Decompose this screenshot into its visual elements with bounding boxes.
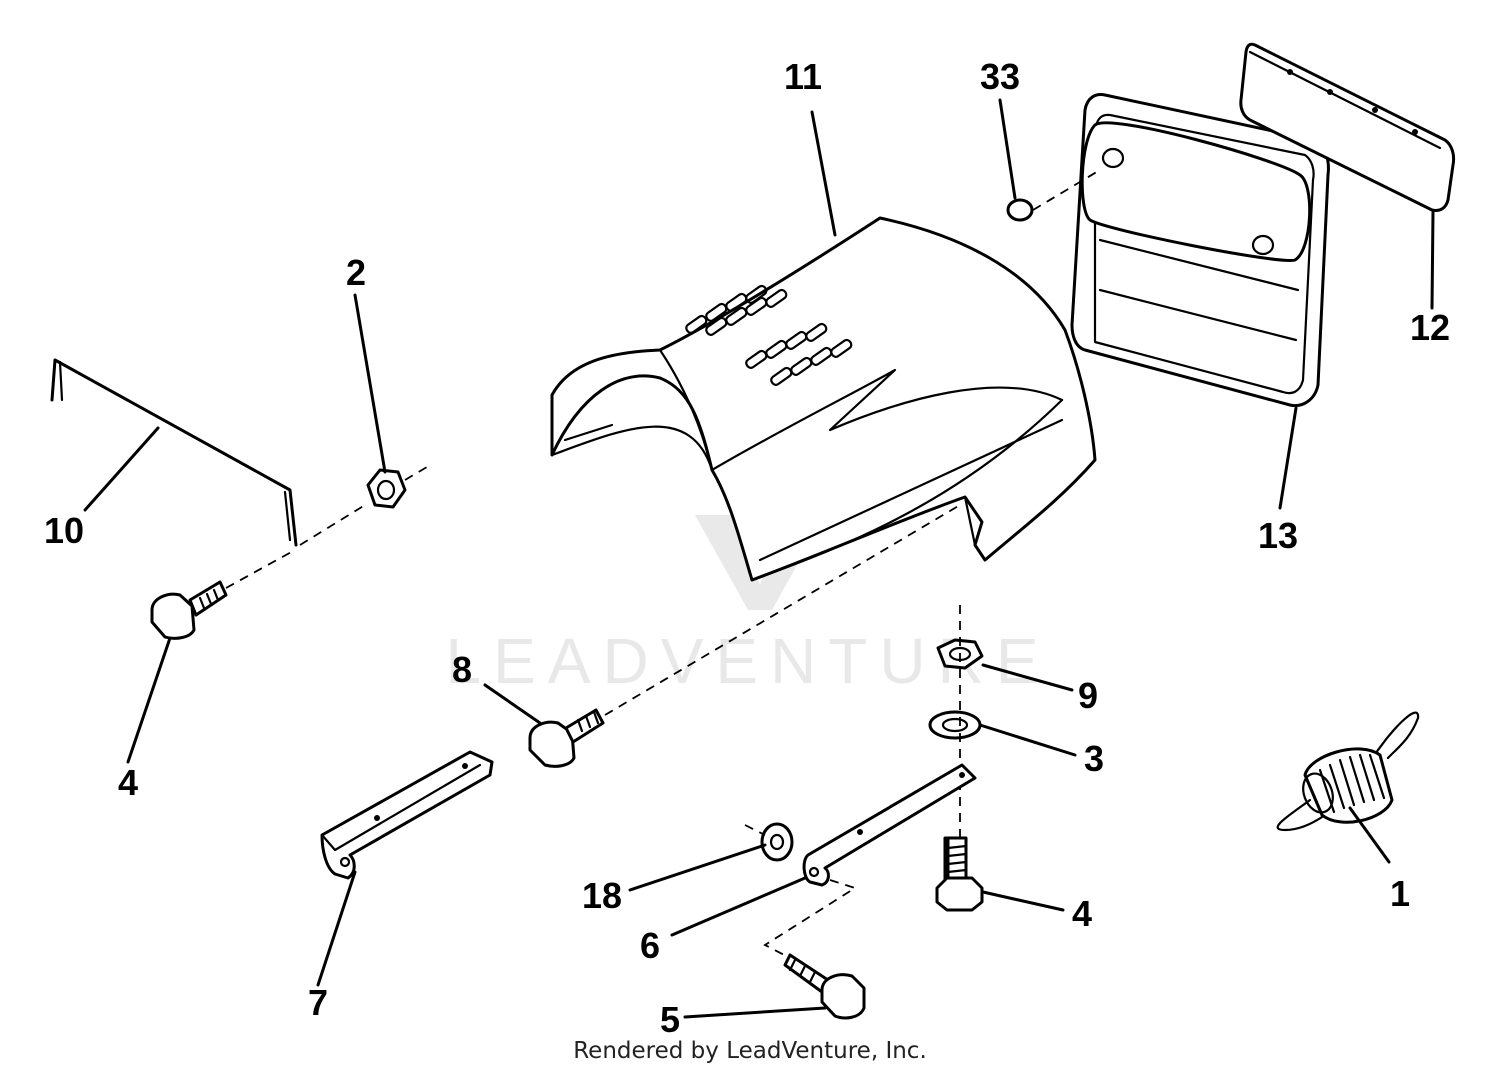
- callout-13: 13: [1258, 515, 1298, 556]
- callout-1: 1: [1390, 873, 1410, 914]
- callout-11: 11: [784, 56, 822, 97]
- part-4-bolt-left: [150, 549, 296, 640]
- callout-4-right: 4: [1072, 893, 1092, 934]
- callout-33: 33: [980, 56, 1020, 97]
- callout-6: 6: [640, 925, 660, 966]
- part-3-washer: [928, 710, 982, 740]
- callout-5: 5: [660, 999, 680, 1040]
- part-5-bolt: [783, 953, 866, 1020]
- leader-lines: [83, 98, 1435, 1019]
- part-11-hood: [550, 216, 1097, 582]
- callout-7: 7: [308, 982, 328, 1023]
- callout-3: 3: [1084, 738, 1104, 779]
- part-33-plug: [1006, 169, 1101, 222]
- callout-8: 8: [452, 649, 472, 690]
- callout-18: 18: [582, 875, 622, 916]
- part-4-bolt-right: [935, 836, 984, 912]
- part-10-rod: [50, 358, 298, 547]
- part-2-nut: [299, 463, 433, 546]
- hood-vent-slots: [685, 284, 853, 386]
- callout-9: 9: [1078, 675, 1098, 716]
- callout-4-left: 4: [118, 762, 138, 803]
- part-12-lens: [1239, 42, 1456, 212]
- render-credit-footer: Rendered by LeadVenture, Inc.: [573, 1038, 927, 1064]
- callout-labels: 1 2 3 4 4 5 6 7 8 9 10 11 12 13 18 33: [44, 56, 1450, 1040]
- part-8-bolt: [528, 504, 961, 768]
- callout-12: 12: [1410, 307, 1450, 348]
- watermark-text: LEADVENTURE: [446, 625, 1051, 697]
- part-7-bracket: [320, 750, 494, 880]
- callout-2: 2: [346, 252, 366, 293]
- part-18-washer: [744, 822, 858, 959]
- part-1-spring: [1276, 711, 1420, 832]
- callout-10: 10: [44, 510, 84, 551]
- part-6-strap: [802, 763, 977, 887]
- part-13-grille: [1070, 93, 1330, 408]
